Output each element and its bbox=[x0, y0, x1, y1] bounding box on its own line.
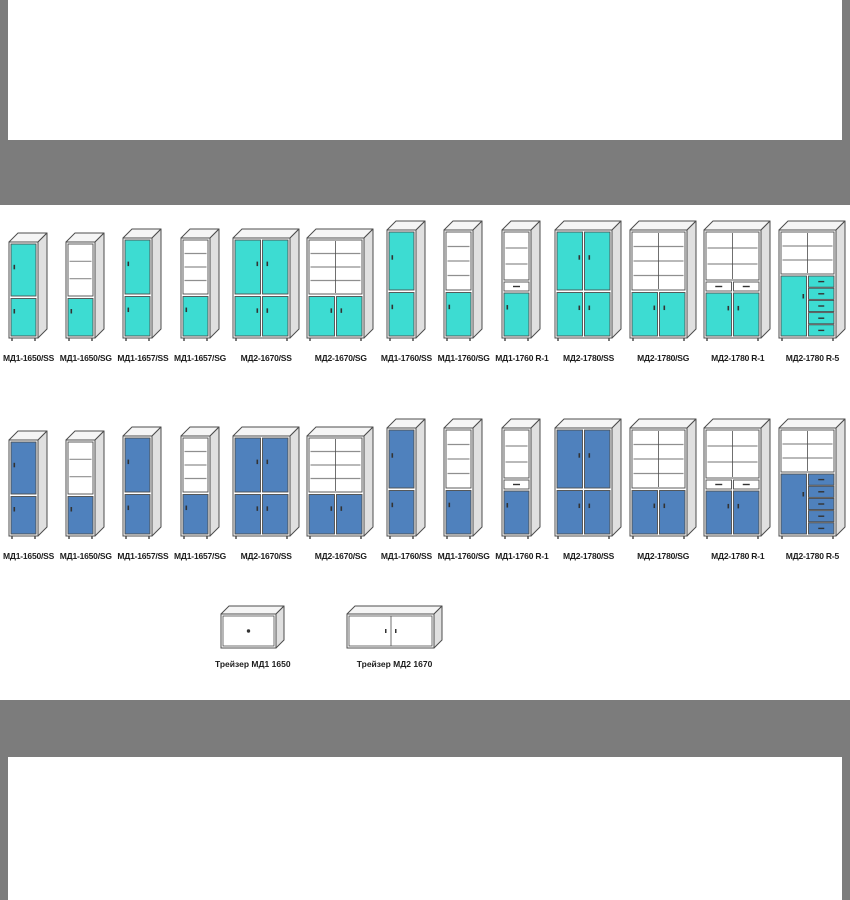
cabinet-label: МД1-1657/SS bbox=[117, 551, 169, 561]
top-white-panel bbox=[8, 0, 842, 140]
cabinet-illustration bbox=[122, 426, 163, 540]
cabinet-label: МД1-1650/SS bbox=[3, 353, 55, 363]
cabinet-label: МД2-1780/SG bbox=[637, 551, 690, 561]
cabinet-illustration bbox=[443, 220, 484, 342]
cabinet-label: МД1-1657/SG bbox=[174, 551, 227, 561]
cabinet-label: МД1-1657/SS bbox=[117, 353, 169, 363]
product-catalog-image: МД1-1650/SS МД1-1650/SG МД1-1657/SS МД1-165… bbox=[0, 205, 850, 700]
cabinet-label: МД2-1780/SG bbox=[637, 353, 690, 363]
cabinet-cyan-sg: МД2-1780/SG bbox=[629, 220, 698, 363]
cabinet-label: МД2-1780/SS bbox=[563, 551, 615, 561]
treiser-row: Трейзер МД1 1650 Трейзер МД2 1670 bbox=[215, 605, 444, 669]
bottom-white-panel bbox=[8, 757, 842, 900]
cabinet-illustration bbox=[501, 220, 542, 342]
cabinet-cyan-r-1: МД1-1760 R-1 bbox=[495, 220, 549, 363]
cabinet-illustration bbox=[65, 430, 106, 540]
cabinet-illustration bbox=[8, 232, 49, 342]
cabinet-blue-sg: МД1-1650/SG bbox=[60, 430, 112, 561]
cabinet-label: МД2-1670/SS bbox=[240, 551, 292, 561]
cabinet-label: МД1-1650/SG bbox=[59, 353, 112, 363]
cabinet-cyan-r-1: МД2-1780 R-1 bbox=[703, 220, 772, 363]
cabinet-illustration bbox=[629, 220, 698, 342]
cabinet-label: МД2-1780 R-1 bbox=[711, 353, 765, 363]
cabinet-illustration bbox=[386, 418, 427, 540]
cabinet-label: МД1-1760/SS bbox=[380, 353, 432, 363]
cabinet-label: МД1-1760 R-1 bbox=[495, 353, 549, 363]
cabinet-illustration bbox=[180, 426, 221, 540]
cabinet-blue-ss: МД2-1670/SS bbox=[232, 426, 301, 561]
cabinet-cyan-ss: МД1-1650/SS bbox=[3, 232, 54, 363]
cabinet-label: МД1-1760/SG bbox=[437, 353, 490, 363]
cabinet-illustration bbox=[501, 418, 542, 540]
cabinet-illustration bbox=[629, 418, 698, 540]
cabinet-label: МД2-1780/SS bbox=[563, 353, 615, 363]
cabinet-illustration bbox=[306, 228, 375, 342]
cabinet-label: МД2-1670/SS bbox=[240, 353, 292, 363]
cabinet-row-cyan: МД1-1650/SS МД1-1650/SG МД1-1657/SS МД1-165… bbox=[3, 211, 847, 363]
cabinet-label: МД1-1760/SG bbox=[437, 551, 490, 561]
cabinet-blue-sg: МД2-1670/SG bbox=[306, 426, 375, 561]
cabinet-blue-ss: МД1-1657/SS bbox=[117, 426, 169, 561]
treiser-cabinet: Трейзер МД1 1650 bbox=[215, 605, 291, 669]
cabinet-label: МД1-1760/SS bbox=[380, 551, 432, 561]
treiser-cabinet: Трейзер МД2 1670 bbox=[346, 605, 444, 669]
cabinet-blue-sg: МД2-1780/SG bbox=[629, 418, 698, 561]
cabinet-blue-r-1: МД2-1780 R-1 bbox=[703, 418, 772, 561]
cabinet-illustration bbox=[65, 232, 106, 342]
cabinet-illustration bbox=[180, 228, 221, 342]
cabinet-cyan-ss: МД1-1760/SS bbox=[381, 220, 432, 363]
cabinet-illustration bbox=[306, 426, 375, 540]
cabinet-label: МД2-1670/SG bbox=[314, 551, 367, 561]
cabinet-illustration bbox=[232, 228, 301, 342]
cabinet-blue-ss: МД2-1780/SS bbox=[554, 418, 623, 561]
cabinet-illustration bbox=[554, 418, 623, 540]
cabinet-illustration bbox=[122, 228, 163, 342]
cabinet-blue-r-1: МД1-1760 R-1 bbox=[495, 418, 549, 561]
cabinet-row-blue: МД1-1650/SS МД1-1650/SG МД1-1657/SS МД1-165… bbox=[3, 409, 847, 561]
treiser-label: Трейзер МД2 1670 bbox=[356, 659, 433, 669]
cabinet-illustration bbox=[703, 418, 772, 540]
cabinet-blue-sg: МД1-1760/SG bbox=[438, 418, 490, 561]
cabinet-cyan-sg: МД1-1657/SG bbox=[174, 228, 226, 363]
cabinet-illustration bbox=[232, 426, 301, 540]
treiser-label: Трейзер МД1 1650 bbox=[215, 659, 291, 669]
treiser-illustration bbox=[346, 605, 444, 650]
cabinet-label: МД1-1760 R-1 bbox=[495, 551, 549, 561]
cabinet-cyan-sg: МД2-1670/SG bbox=[306, 228, 375, 363]
cabinet-illustration bbox=[703, 220, 772, 342]
cabinet-illustration bbox=[386, 220, 427, 342]
cabinet-cyan-ss: МД1-1657/SS bbox=[117, 228, 169, 363]
cabinet-cyan-r-5: МД2-1780 R-5 bbox=[778, 220, 847, 363]
cabinet-label: МД2-1780 R-5 bbox=[785, 353, 839, 363]
cabinet-blue-r-5: МД2-1780 R-5 bbox=[778, 418, 847, 561]
cabinet-label: МД2-1780 R-1 bbox=[711, 551, 765, 561]
cabinet-blue-ss: МД1-1760/SS bbox=[381, 418, 432, 561]
treiser-illustration bbox=[220, 605, 286, 650]
cabinet-cyan-ss: МД2-1670/SS bbox=[232, 228, 301, 363]
cabinet-label: МД1-1650/SS bbox=[3, 551, 55, 561]
cabinet-cyan-sg: МД1-1650/SG bbox=[60, 232, 112, 363]
cabinet-illustration bbox=[778, 220, 847, 342]
cabinet-label: МД1-1650/SG bbox=[59, 551, 112, 561]
cabinet-label: МД1-1657/SG bbox=[174, 353, 227, 363]
cabinet-cyan-sg: МД1-1760/SG bbox=[438, 220, 490, 363]
cabinet-cyan-ss: МД2-1780/SS bbox=[554, 220, 623, 363]
cabinet-label: МД2-1670/SG bbox=[314, 353, 367, 363]
cabinet-blue-ss: МД1-1650/SS bbox=[3, 430, 54, 561]
cabinet-illustration bbox=[554, 220, 623, 342]
cabinet-illustration bbox=[778, 418, 847, 540]
cabinet-label: МД2-1780 R-5 bbox=[785, 551, 839, 561]
cabinet-blue-sg: МД1-1657/SG bbox=[174, 426, 226, 561]
cabinet-illustration bbox=[8, 430, 49, 540]
cabinet-illustration bbox=[443, 418, 484, 540]
